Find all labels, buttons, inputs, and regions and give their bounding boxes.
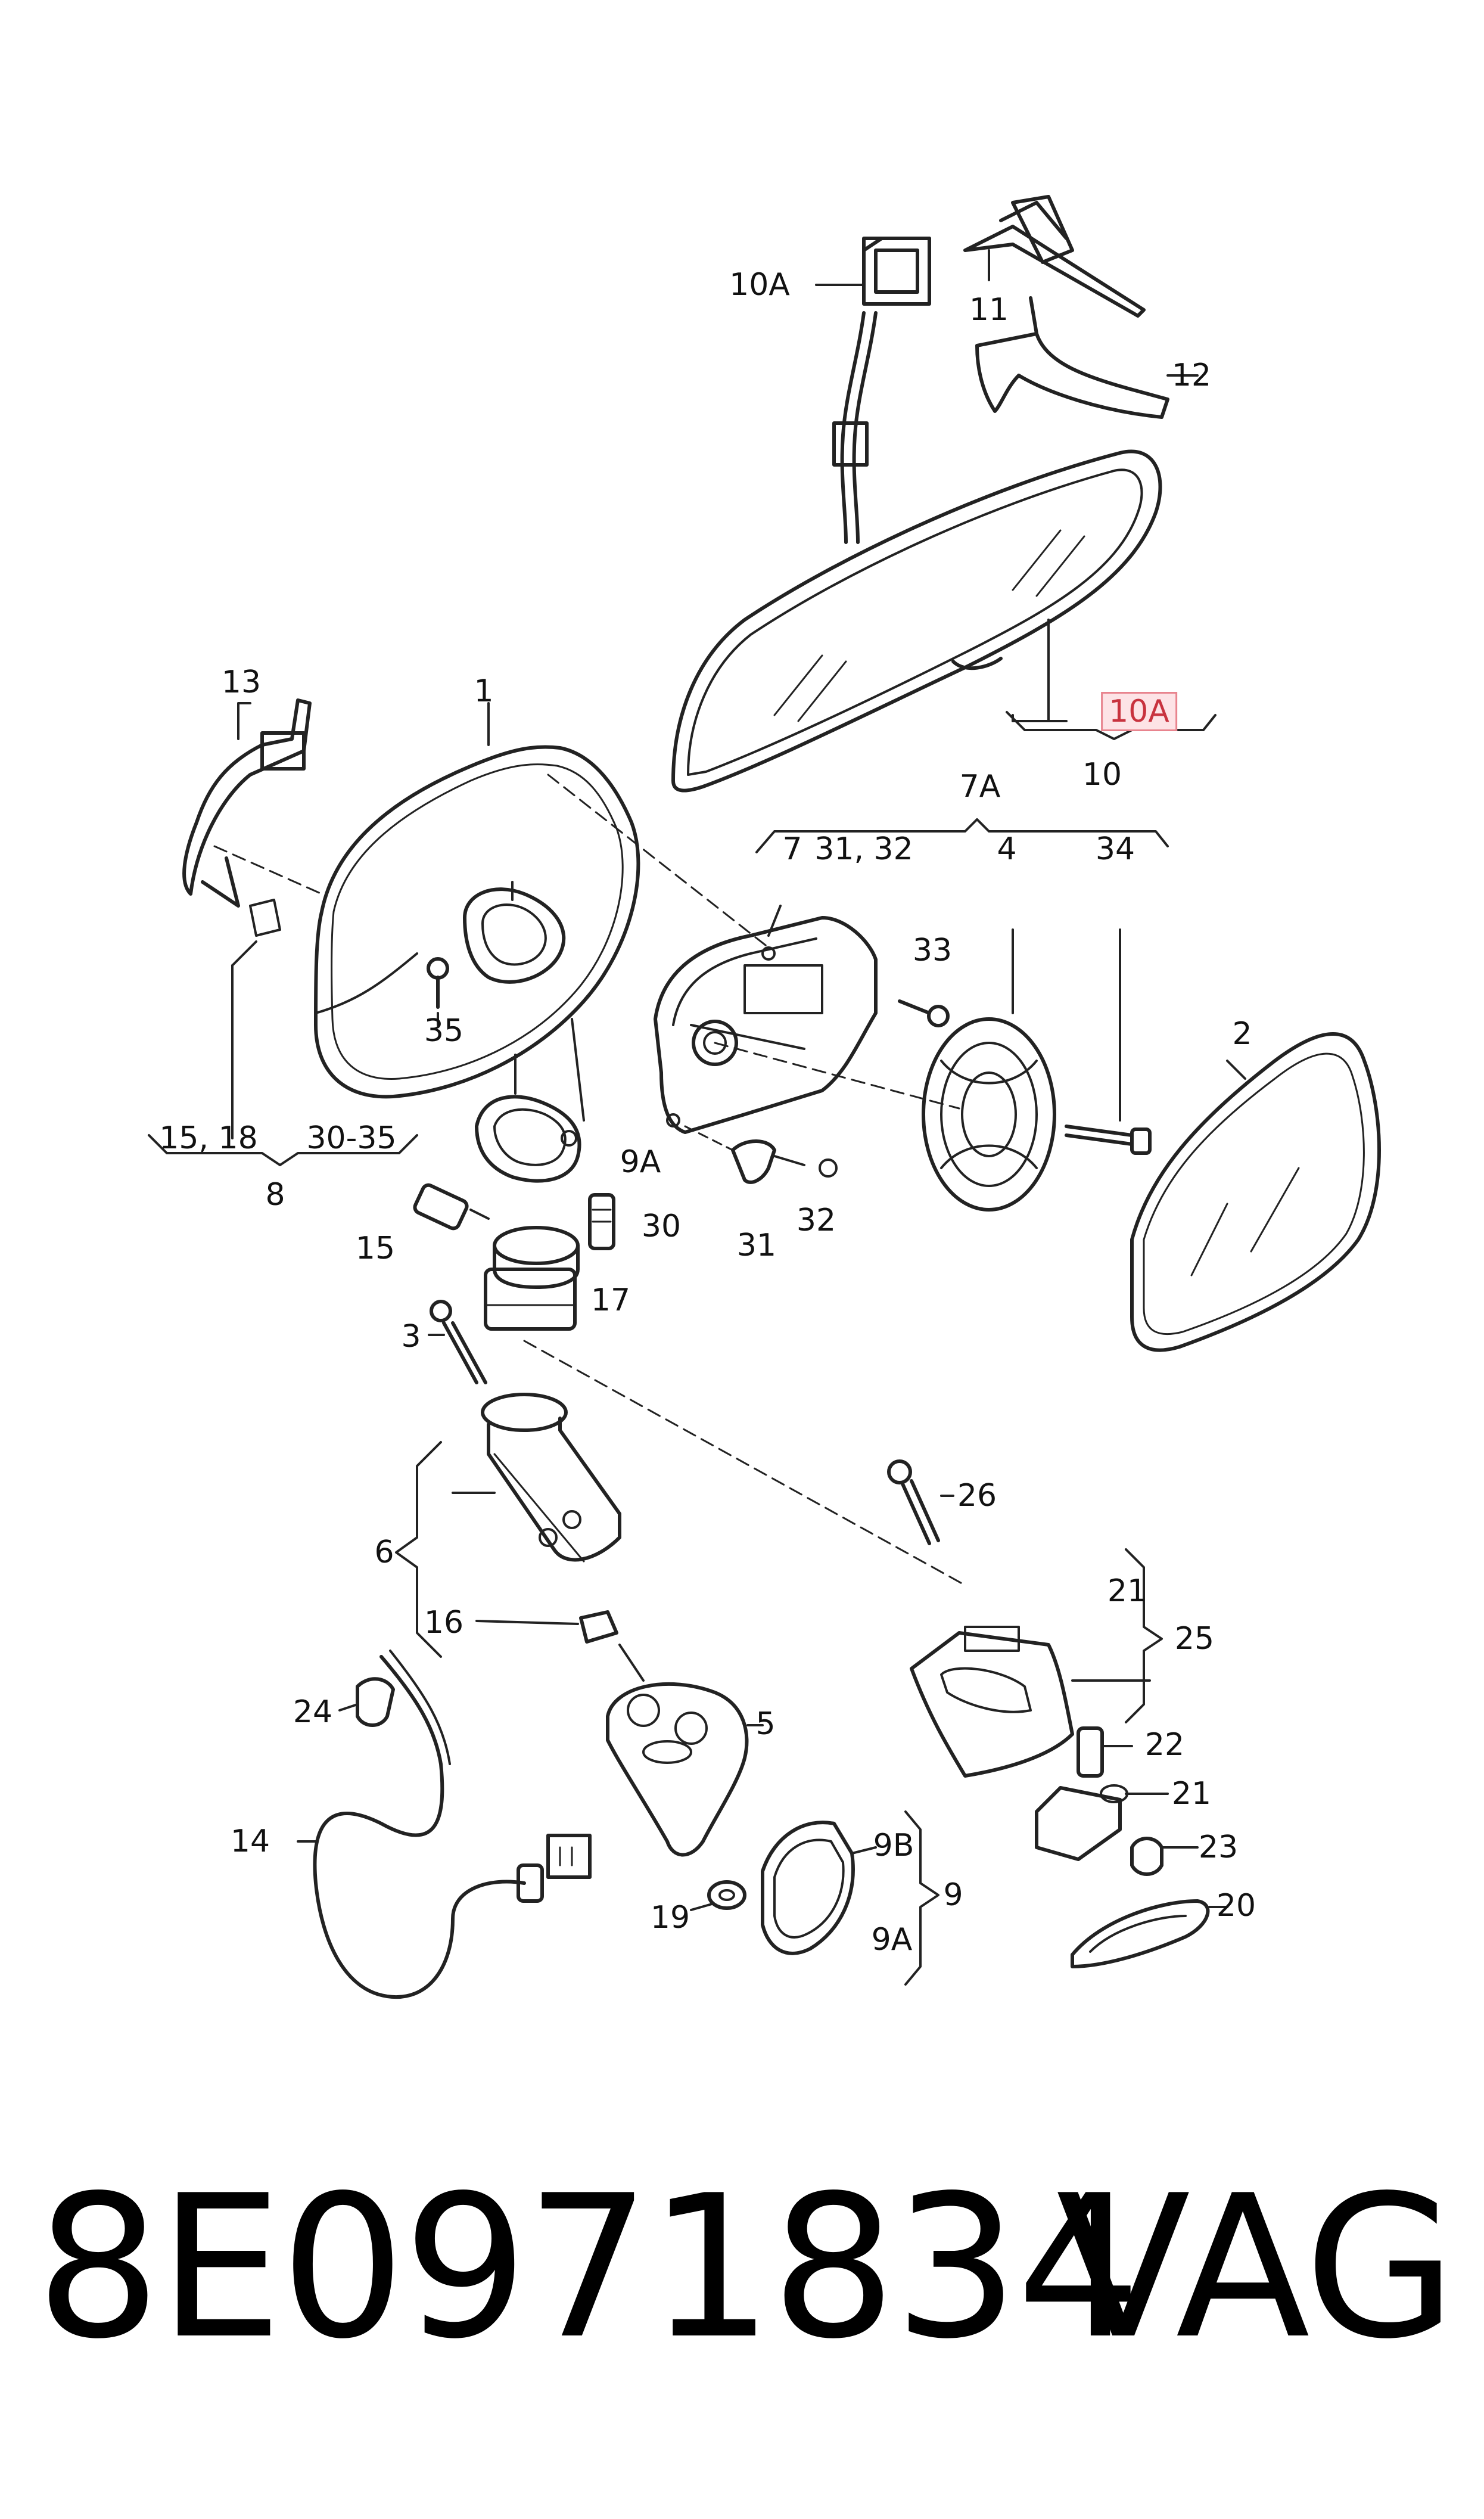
gasket-9b (761, 1821, 877, 1955)
mirror-glass (1130, 1032, 1381, 1352)
callout-9a-middle: 9A (620, 1144, 661, 1180)
callout-4: 4 (997, 831, 1017, 867)
callout-10a-connector: 10A (729, 267, 790, 303)
mirror-foot-5 (606, 1644, 764, 1857)
callout-7a: 7A (959, 769, 1001, 805)
bracket-8 (148, 899, 418, 1166)
callout-34: 34 (1095, 831, 1135, 867)
callout-16: 16 (424, 1605, 464, 1641)
mirror-cover (975, 296, 1199, 419)
callout-20: 20 (1216, 1888, 1256, 1924)
screw-33 (898, 999, 950, 1027)
screw-30 (588, 1193, 615, 1250)
screw-3 (428, 1300, 487, 1384)
seal-20 (1071, 1899, 1228, 1968)
mirror-housing (314, 702, 640, 1099)
bracket-6 (395, 1441, 442, 1658)
bracket-7a (755, 818, 1169, 853)
clip-15 (413, 1183, 490, 1231)
callout-35: 35 (424, 1013, 464, 1049)
callout-30: 30 (641, 1209, 682, 1244)
callout-2: 2 (1232, 1016, 1252, 1052)
mirror-base-6 (452, 1393, 621, 1563)
callout-12: 12 (1171, 358, 1212, 393)
screw-22 (1077, 1726, 1133, 1778)
callout-3: 3 (401, 1319, 421, 1355)
callout-19: 19 (650, 1900, 690, 1936)
housing-bracket (182, 698, 312, 908)
callout-26: 26 (957, 1478, 997, 1514)
callout-10: 10 (1082, 757, 1122, 793)
callout-25: 25 (1174, 1621, 1215, 1657)
callout-7: 7 (782, 831, 802, 867)
callout-21: 21 (1171, 1776, 1212, 1812)
adjustment-unit (654, 905, 878, 1134)
sensor-bracket (963, 195, 1146, 318)
callout-9a-lower: 9A (871, 1922, 913, 1958)
gasket-9a (475, 1018, 585, 1183)
cover-base-25 (910, 1626, 1151, 1778)
lever-31 (684, 1125, 838, 1184)
callout-30-35: 30-35 (306, 1120, 397, 1156)
mirror-wiring-harness (815, 237, 931, 544)
screw-26 (887, 1459, 954, 1545)
callout-22: 22 (1144, 1727, 1185, 1763)
cap-23 (1130, 1837, 1199, 1876)
clip-21 (1035, 1784, 1169, 1861)
callout-14: 14 (230, 1824, 270, 1859)
callout-13: 13 (221, 664, 262, 700)
wiring-loom-14 (297, 1650, 592, 1999)
callout-17: 17 (590, 1282, 631, 1318)
callout-1: 1 (474, 673, 494, 709)
callout-6: 6 (374, 1535, 394, 1570)
callout-23: 23 (1198, 1830, 1239, 1865)
mirror-bearing (922, 928, 1056, 1212)
assembly-centerlines (213, 774, 966, 1586)
callout-24: 24 (293, 1694, 333, 1730)
callout-11: 11 (969, 292, 1009, 328)
callout-5: 5 (755, 1706, 776, 1742)
bracket-9 (904, 1810, 939, 1986)
clip-24 (338, 1677, 395, 1727)
brand-name: VAG (1056, 2153, 1457, 2382)
callout-33: 33 (912, 933, 953, 968)
callout-31-32-upper: 31, 32 (814, 831, 913, 867)
callout-15: 15 (355, 1231, 396, 1266)
callout-10a-highlighted: 10A (1101, 692, 1177, 731)
callout-9b: 9B (873, 1828, 914, 1863)
bracket-10 (1006, 711, 1217, 740)
seal-19 (690, 1880, 746, 1911)
part-number: 8E0971834 (36, 2153, 1141, 2382)
screw-34 (1065, 928, 1152, 1155)
callout-31: 31 (736, 1228, 777, 1263)
callout-21-upper: 21 (1107, 1573, 1147, 1609)
callout-32: 32 (796, 1203, 836, 1238)
ring-17 (484, 1226, 580, 1331)
screw-35 (427, 957, 449, 1026)
bracket-25 (1125, 1548, 1163, 1723)
interior-rear-view-mirror (671, 449, 1162, 793)
callout-8: 8 (265, 1177, 285, 1213)
callout-9: 9 (943, 1877, 963, 1913)
grommet-16 (475, 1610, 618, 1644)
callout-15-18: 15, 18 (159, 1120, 258, 1156)
